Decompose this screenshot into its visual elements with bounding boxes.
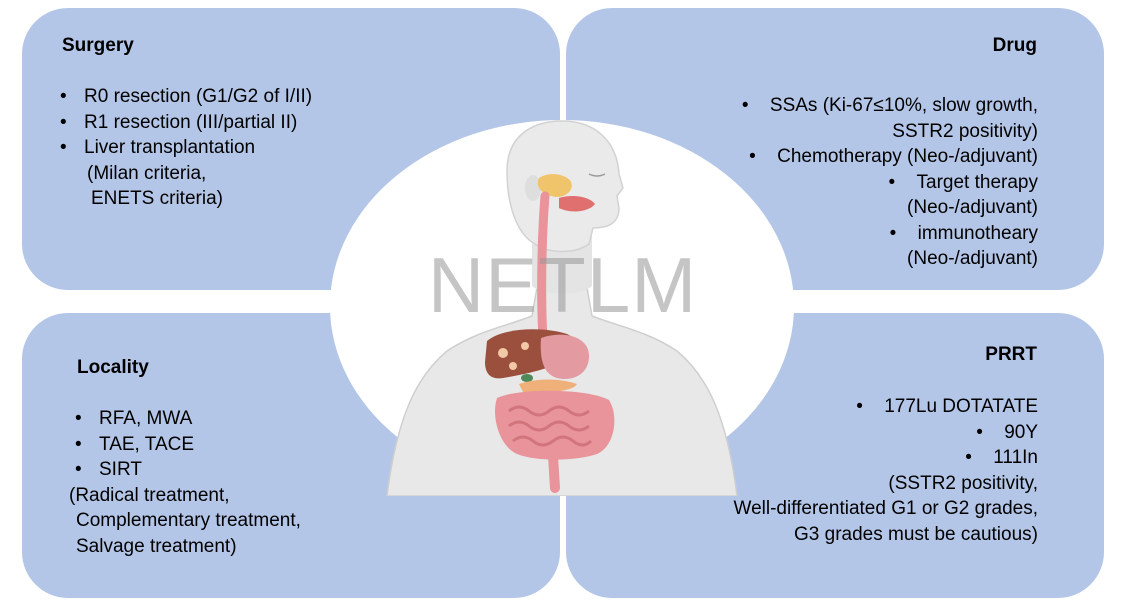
drug-item: Chemotherapy (Neo-/adjuvant) bbox=[742, 144, 1038, 170]
surgery-item: R1 resection (III/partial II) bbox=[60, 110, 312, 136]
digestive-system-icon bbox=[485, 174, 615, 493]
locality-item: TAE, TACE bbox=[75, 432, 301, 458]
drug-item-note: (Neo-/adjuvant) bbox=[907, 248, 1038, 269]
prrt-item: 90Y bbox=[733, 420, 1038, 446]
locality-item-note: Salvage treatment) bbox=[76, 535, 237, 557]
drug-item: immunotheary bbox=[742, 221, 1038, 247]
locality-list: RFA, MWA TAE, TACE SIRT (Radical treatme… bbox=[69, 406, 301, 559]
surgery-item: Liver transplantation bbox=[60, 135, 312, 161]
prrt-list: 177Lu DOTATATE 90Y 111In (SSTR2 positivi… bbox=[733, 394, 1038, 547]
drug-item-note: SSTR2 positivity) bbox=[892, 120, 1038, 142]
surgery-item-note: ENETS criteria) bbox=[91, 188, 223, 209]
prrt-item: 177Lu DOTATATE bbox=[733, 394, 1038, 420]
drug-item: Target therapy bbox=[742, 170, 1038, 196]
prrt-item-note: (SSTR2 positivity, bbox=[888, 472, 1038, 494]
surgery-item-note: (Milan criteria, bbox=[87, 162, 207, 184]
locality-item-note: (Radical treatment, bbox=[69, 484, 230, 506]
anatomy-illustration bbox=[330, 120, 794, 496]
surgery-list: R0 resection (G1/G2 of I/II) R1 resectio… bbox=[60, 84, 312, 212]
locality-item: RFA, MWA bbox=[75, 406, 301, 432]
prrt-title: PRRT bbox=[985, 344, 1037, 365]
watermark-netlm: NETLM bbox=[427, 241, 698, 329]
locality-title: Locality bbox=[77, 357, 149, 378]
drug-item-note: (Neo-/adjuvant) bbox=[907, 197, 1038, 218]
locality-item-note: Complementary treatment, bbox=[76, 510, 301, 531]
prrt-item-note: G3 grades must be cautious) bbox=[794, 523, 1038, 545]
drug-title: Drug bbox=[992, 35, 1037, 56]
surgery-title: Surgery bbox=[62, 35, 134, 56]
prrt-item-note: Well-differentiated G1 or G2 grades, bbox=[733, 498, 1038, 519]
surgery-item: R0 resection (G1/G2 of I/II) bbox=[60, 84, 312, 110]
locality-item: SIRT bbox=[75, 457, 301, 483]
prrt-item: 111In bbox=[733, 445, 1038, 471]
drug-list: SSAs (Ki-67≤10%, slow growth, SSTR2 posi… bbox=[742, 93, 1038, 272]
drug-item: SSAs (Ki-67≤10%, slow growth, bbox=[742, 93, 1038, 119]
